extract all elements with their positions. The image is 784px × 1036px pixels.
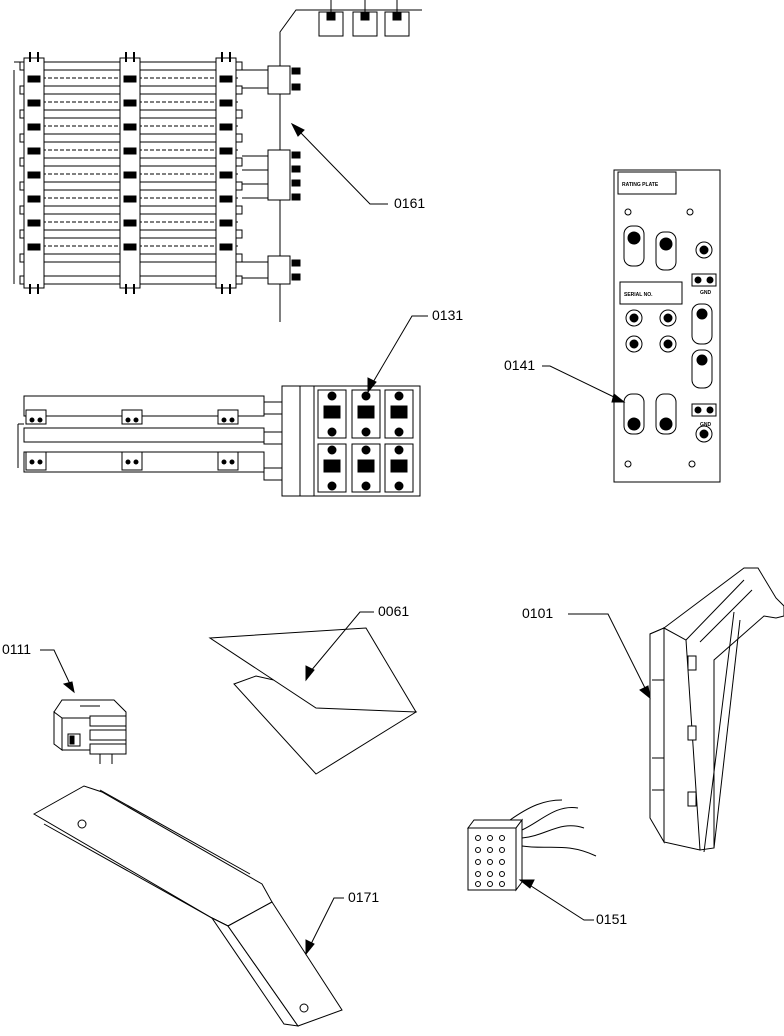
label-0141: 0141 — [504, 357, 535, 373]
callouts — [40, 122, 651, 956]
gnd-label-bottom: GND — [700, 422, 712, 428]
plug-pins — [475, 835, 505, 887]
serial-no-label: SERIAL NO. — [624, 292, 653, 298]
label-0111: 0111 — [2, 641, 31, 657]
insulator-columns-top — [23, 52, 237, 294]
limit-switches-top — [242, 65, 301, 285]
gnd-label-top: GND — [700, 290, 712, 296]
mounting-bracket — [649, 567, 784, 853]
heater-assembly-bottom — [17, 385, 421, 497]
control-panel: RATING PLATE SERIAL NO. — [613, 169, 721, 483]
wire-harness-plug — [467, 799, 597, 892]
panel-terminals — [623, 225, 717, 443]
support-channel — [32, 785, 343, 1027]
label-0101: 0101 — [522, 605, 553, 621]
label-0171: 0171 — [348, 889, 379, 905]
label-0131: 0131 — [432, 307, 463, 323]
heater-assembly-top — [13, 0, 422, 322]
label-0161: 0161 — [394, 195, 425, 211]
label-0151: 0151 — [596, 911, 627, 927]
wiring-diagram-sheet — [208, 627, 418, 775]
label-0061: 0061 — [378, 603, 409, 619]
relay — [53, 699, 127, 764]
fuse-block-array — [317, 389, 414, 493]
rating-plate-label: RATING PLATE — [622, 182, 659, 188]
top-terminal-blocks — [318, 0, 410, 37]
